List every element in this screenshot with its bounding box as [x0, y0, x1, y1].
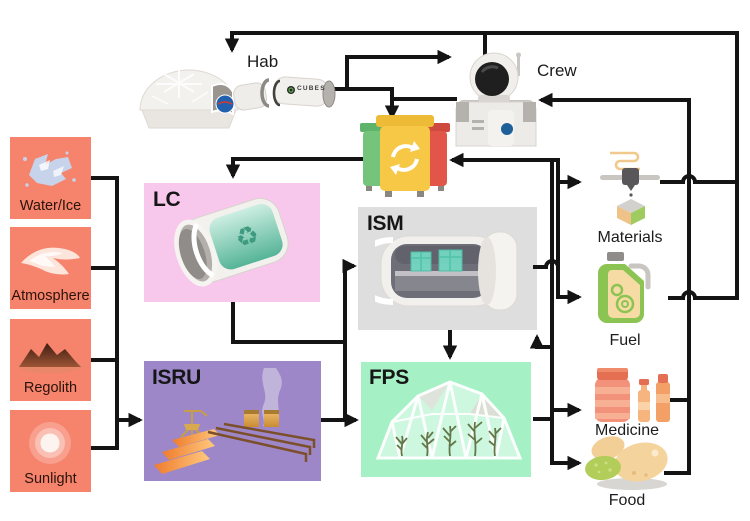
cubes-logo-text: CUBES	[297, 85, 326, 92]
arrow-railB-to-fuel	[556, 160, 582, 305]
input-label-atmosphere: Atmosphere	[11, 288, 90, 304]
materials-printer-icon	[600, 151, 660, 225]
materials-label: Materials	[597, 229, 663, 246]
hab-icon	[139, 66, 336, 129]
fuel-label: Fuel	[609, 332, 641, 349]
input-box-sunlight: Sunlight	[10, 410, 91, 492]
input-box-regolith: Regolith	[10, 319, 91, 401]
arrow-railA-to-food	[550, 160, 582, 471]
isru-title: ISRU	[152, 366, 201, 389]
hab-label: Hab	[247, 52, 279, 71]
isru-scene-icon	[154, 368, 316, 474]
lc-module-icon: ♻	[174, 197, 289, 287]
line-materials-to-edge	[660, 174, 737, 184]
water-ice-icon	[23, 151, 76, 187]
fps-title: FPS	[369, 366, 409, 389]
arrow-junction-to-ism	[342, 258, 357, 420]
fps-greenhouse-icon	[375, 380, 523, 460]
crew-label: Crew	[537, 61, 577, 80]
crew-icon	[455, 52, 537, 147]
input-box-atmosphere: Atmosphere	[10, 227, 91, 309]
arrow-food-medicine-to-crew	[538, 92, 691, 475]
food-potatoes-icon	[585, 436, 668, 490]
arrow-railA-to-ism	[529, 334, 552, 349]
medicine-bottles-icon	[595, 368, 670, 422]
input-label-water-ice: Water/Ice	[19, 198, 82, 214]
sunlight-icon	[29, 422, 71, 464]
ism-module-icon	[375, 231, 518, 311]
arrow-bins-to-lc	[225, 157, 363, 179]
input-box-water-ice: Water/Ice	[10, 137, 91, 219]
arrow-hab-to-bins	[322, 87, 400, 120]
medicine-label: Medicine	[594, 422, 660, 439]
ism-title: ISM	[367, 212, 404, 235]
lc-title: LC	[153, 188, 181, 211]
fuel-jug-icon	[598, 252, 651, 323]
arrow-products-to-hab	[224, 31, 739, 300]
line-lc-to-junction	[231, 302, 345, 344]
regolith-icon	[18, 343, 82, 373]
input-label-sunlight: Sunlight	[24, 471, 77, 487]
recycling-bins-icon	[360, 115, 450, 197]
line-ism-to-railB	[533, 259, 560, 269]
input-label-regolith: Regolith	[23, 380, 78, 396]
food-label: Food	[608, 492, 646, 509]
line-inputs-trunk	[91, 176, 119, 450]
atmosphere-icon	[21, 247, 80, 275]
